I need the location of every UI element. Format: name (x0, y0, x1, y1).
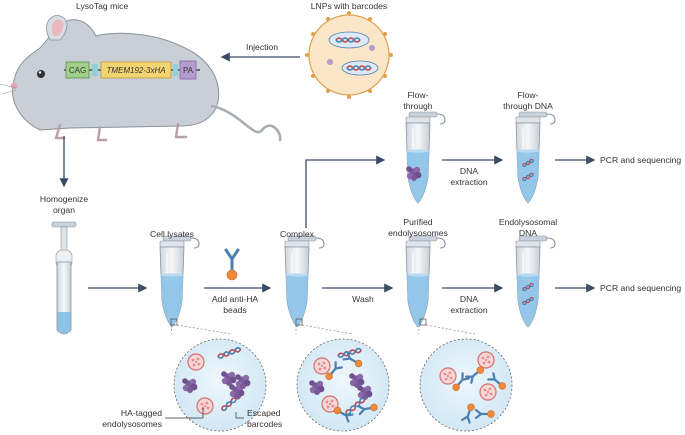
injection-label: Injection (246, 42, 278, 52)
complex-tube (284, 235, 325, 328)
homogenize-label-1: Homogenize (40, 194, 88, 204)
lnp-icon (305, 11, 393, 99)
dna-extraction-bottom-label-2: extraction (450, 305, 487, 315)
dna-extraction-top-label-1: DNA (460, 166, 478, 176)
pa-label: PA (183, 66, 194, 75)
endolysosomal-dna-tube (515, 235, 556, 328)
ha-tagged-label-1: HA-tagged (121, 408, 162, 418)
flow-through-dna-label-1: Flow- (517, 90, 538, 100)
cag-label: CAG (69, 66, 86, 75)
add-antiha-label-2: beads (223, 305, 246, 315)
homogenizer-icon (51, 221, 77, 335)
callout-lines (165, 407, 244, 419)
flow-through-tube (405, 111, 446, 204)
purified-zoom (419, 338, 513, 432)
pcr-bottom-label: PCR and sequencing (600, 283, 681, 293)
homogenize-label-2: organ (53, 205, 75, 215)
cell-lysates-tube (159, 235, 200, 328)
flow-through-label-1: Flow- (407, 90, 428, 100)
zoom-lines (170, 324, 476, 335)
dna-extraction-bottom-label-1: DNA (460, 294, 478, 304)
endolysosomal-dna-label-1: Endolysosomal (499, 217, 557, 227)
lnps-label: LNPs with barcodes (311, 1, 387, 11)
endolysosomal-dna-label-2: DNA (519, 228, 537, 238)
flow-through-dna-label-2: through DNA (503, 101, 553, 111)
antibody-bead-icon (224, 248, 240, 281)
pcr-top-label: PCR and sequencing (600, 155, 681, 165)
add-antiha-label-1: Add anti-HA (212, 294, 259, 304)
purified-label-2: endolysosomes (388, 228, 448, 238)
mouse-icon (0, 15, 282, 142)
flow-through-label-2: through (403, 101, 432, 111)
cell-lysates-zoom (173, 338, 267, 432)
complex-zoom (296, 338, 390, 432)
tmem-label: TMEM192-3xHA (106, 66, 165, 75)
escaped-label-1: Escaped (247, 408, 281, 418)
lysotag-mice-label: LysoTag mice (76, 1, 128, 11)
escaped-label-2: barcodes (247, 419, 282, 429)
wash-label: Wash (352, 294, 374, 304)
purified-label-1: Purified (403, 217, 432, 227)
complex-label: Complex (280, 229, 315, 239)
purified-endolysosomes-tube (405, 235, 446, 328)
ha-tagged-label-2: endolysosomes (102, 419, 162, 429)
dna-extraction-top-label-2: extraction (450, 177, 487, 187)
flow-through-dna-tube (515, 111, 556, 204)
cell-lysates-label: Cell lysates (150, 229, 194, 239)
